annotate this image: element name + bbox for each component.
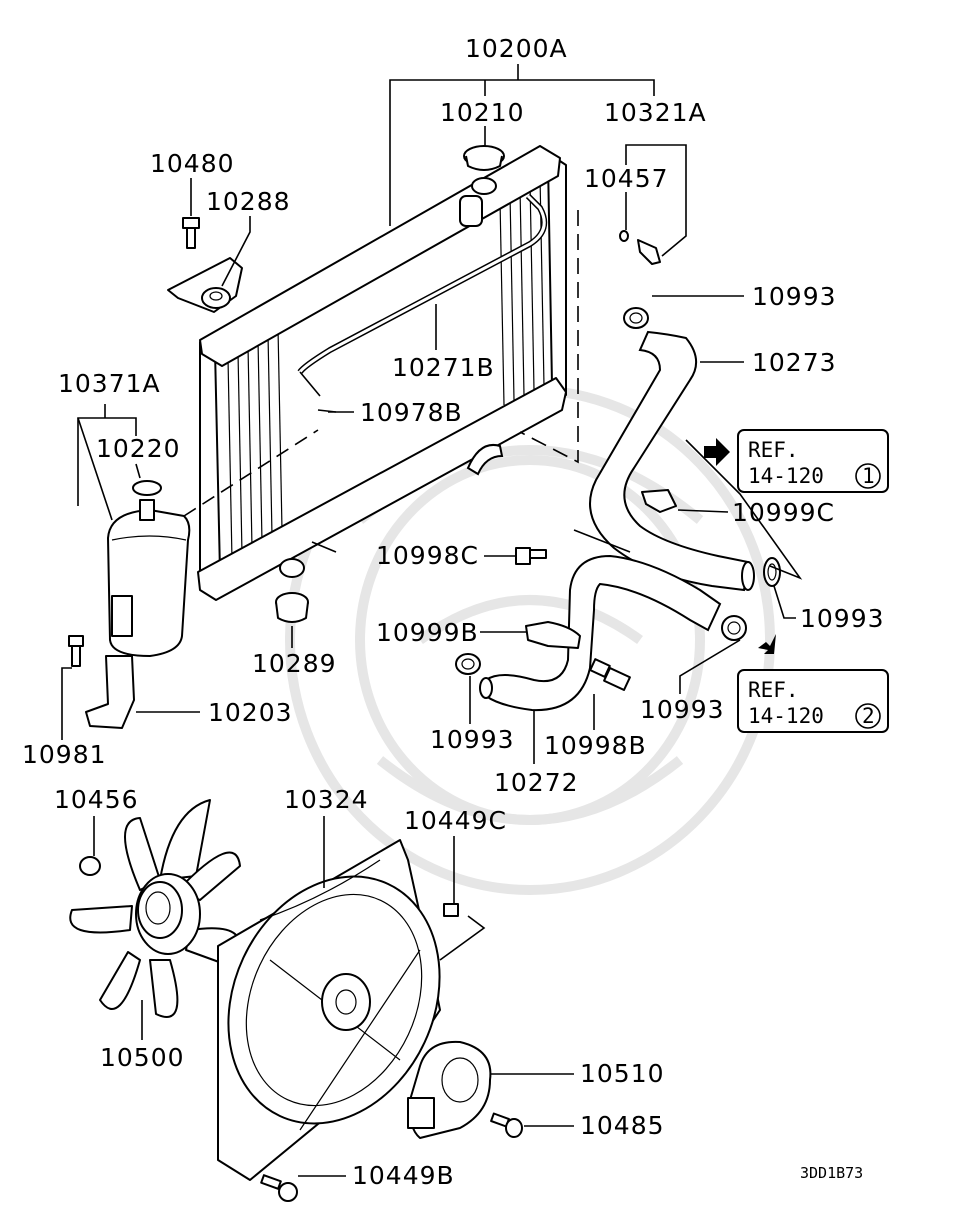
ref-box-2: REF. 14-120 2	[737, 669, 889, 733]
label-10993-right: 10993	[800, 604, 885, 633]
ref-box-1-title: REF.	[748, 438, 799, 462]
label-10993-lower-left: 10993	[430, 725, 515, 754]
label-10999C: 10999C	[732, 498, 835, 527]
label-10999B: 10999B	[376, 618, 479, 647]
part-labels: 10200A 10210 10321A 10457 10480 10288 10…	[22, 34, 885, 1190]
cooling-fan	[69, 799, 241, 1018]
label-10981: 10981	[22, 740, 107, 769]
label-10200A: 10200A	[465, 34, 568, 63]
label-10998B: 10998B	[544, 731, 647, 760]
bolt-10998C	[515, 547, 547, 565]
hose-clamp-lower-left	[455, 653, 481, 675]
label-10203: 10203	[208, 698, 293, 727]
hose-bracket-c	[641, 489, 677, 513]
label-10457: 10457	[584, 164, 669, 193]
hose-clamp-right	[763, 557, 781, 587]
ref-box-2-page: 14-120	[748, 704, 824, 728]
radiator-cap	[463, 145, 505, 171]
radiator-core	[197, 145, 567, 601]
ref-arrow-2	[758, 634, 776, 654]
reserve-tank	[107, 480, 191, 657]
bolt-10449B	[260, 1174, 298, 1202]
ref-arrow-1	[704, 438, 730, 466]
bolt-10480	[182, 217, 200, 249]
label-10485: 10485	[580, 1111, 665, 1140]
ref-box-1-number: 1	[862, 464, 875, 488]
label-10273: 10273	[752, 348, 837, 377]
label-10449B: 10449B	[352, 1161, 455, 1190]
ref-box-2-title: REF.	[748, 678, 799, 702]
label-10978B: 10978B	[360, 398, 463, 427]
label-10480: 10480	[150, 149, 235, 178]
ref-box-1: REF. 14-120 1	[737, 429, 889, 493]
ref-box-2-number: 2	[862, 704, 875, 728]
label-10998C: 10998C	[376, 541, 479, 570]
label-10272: 10272	[494, 768, 579, 797]
bolt-10449C	[443, 903, 459, 917]
label-10456: 10456	[54, 785, 139, 814]
hose-clamp-lower-right	[721, 615, 747, 641]
bolt-10998B	[589, 658, 631, 691]
tank-bracket	[68, 635, 135, 729]
label-10210: 10210	[440, 98, 525, 127]
fan-nut	[79, 856, 101, 876]
label-10289: 10289	[252, 649, 337, 678]
hose-clamp-top	[623, 307, 649, 329]
label-10510: 10510	[580, 1059, 665, 1088]
screw-10485	[490, 1112, 523, 1138]
fan-shroud	[217, 839, 441, 1181]
drain-plug	[619, 230, 661, 265]
label-10993-top: 10993	[752, 282, 837, 311]
label-10371A: 10371A	[58, 369, 161, 398]
upper-hose	[589, 330, 750, 592]
leader-lines	[61, 64, 803, 1177]
label-10288: 10288	[206, 187, 291, 216]
upper-bracket	[167, 257, 243, 313]
ref-box-1-page: 14-120	[748, 464, 824, 488]
fan-motor	[407, 1040, 492, 1139]
diagram-code: 3DD1B73	[800, 1164, 863, 1182]
label-10500: 10500	[100, 1043, 185, 1072]
label-10220: 10220	[96, 434, 181, 463]
rubber-mount	[275, 592, 309, 623]
label-10993-lower-right: 10993	[640, 695, 725, 724]
label-10449C: 10449C	[404, 806, 507, 835]
label-10271B: 10271B	[392, 353, 495, 382]
lower-hose	[485, 554, 722, 712]
label-10324: 10324	[284, 785, 369, 814]
hose-bracket-b	[525, 621, 581, 649]
label-10321A: 10321A	[604, 98, 707, 127]
